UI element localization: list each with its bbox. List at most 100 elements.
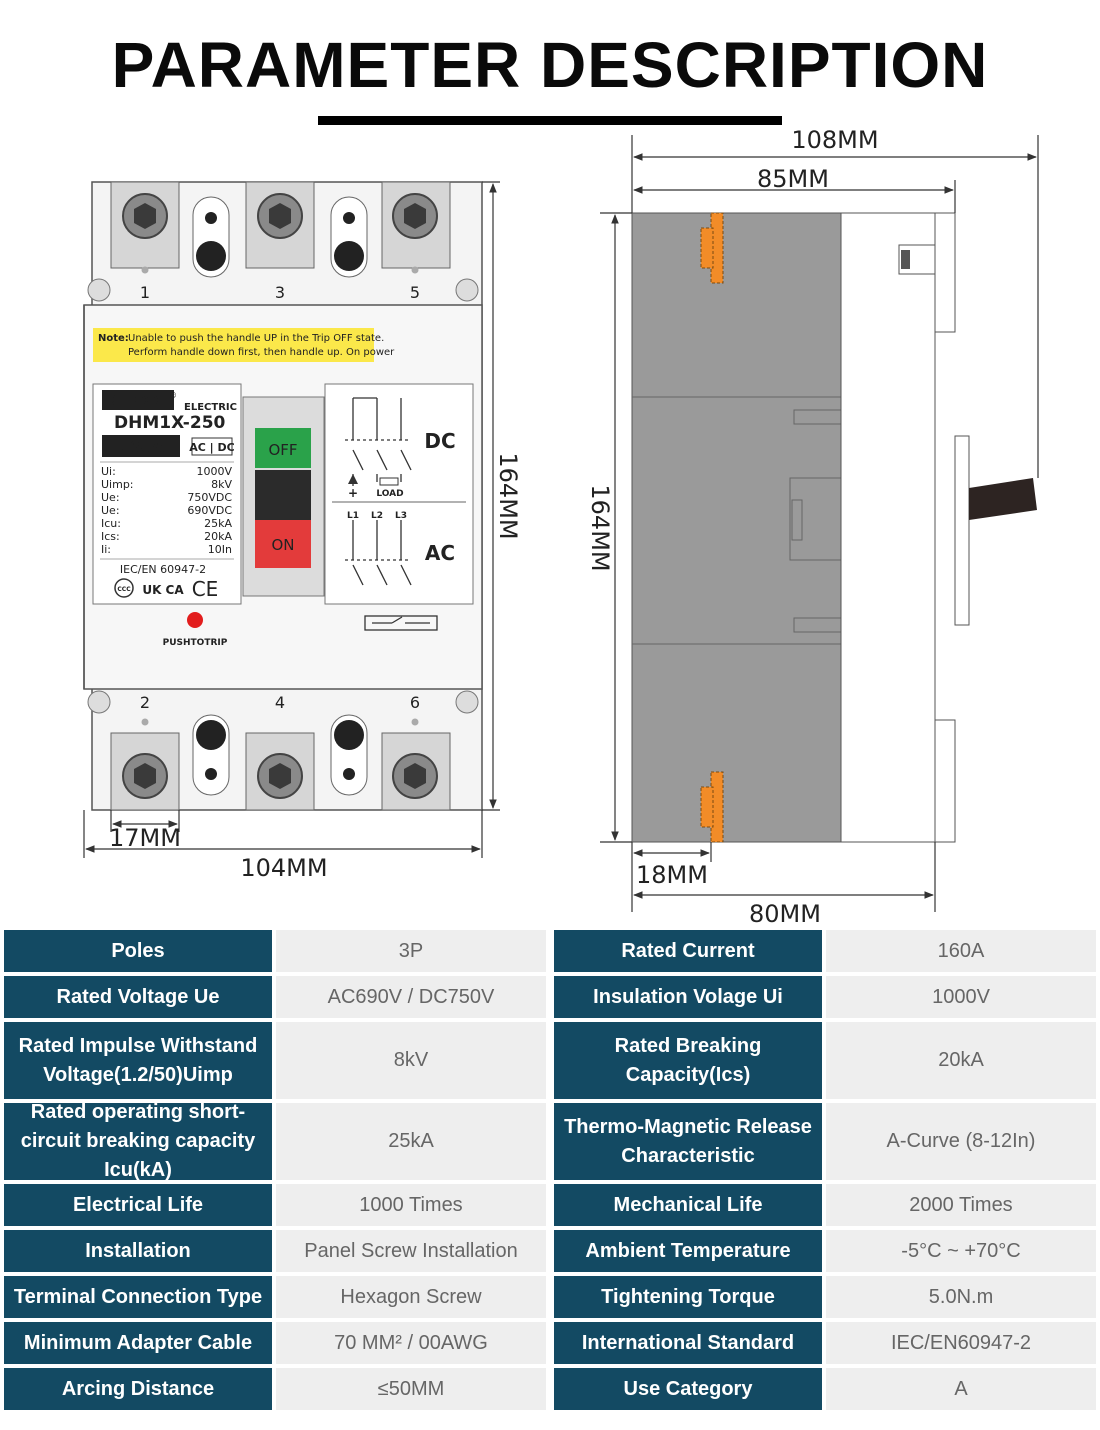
spec-label: Arcing Distance — [4, 1368, 272, 1410]
spec-label: Use Category — [554, 1368, 822, 1410]
ccc-mark: CCC — [117, 586, 131, 593]
ce-mark: CE — [192, 577, 219, 601]
label-spec-key: Uimp: — [101, 478, 134, 491]
push-to-trip-button — [187, 612, 203, 628]
dim-side-height: 164MM — [586, 484, 614, 571]
spec-value: ≤50MM — [276, 1368, 546, 1410]
dim-mount-depth: 80MM — [749, 900, 821, 928]
label-standard: IEC/EN 60947-2 — [120, 563, 206, 576]
brand-sub: ELECTRIC — [184, 402, 237, 413]
spec-row: Rated operating short-circuit breaking c… — [4, 1101, 1096, 1181]
spec-label: Mechanical Life — [554, 1184, 822, 1226]
spec-label: Rated operating short-circuit breaking c… — [4, 1101, 272, 1181]
technical-drawing: 1 3 5 Note: Unable to push the handle UP… — [83, 126, 1039, 928]
phase-label: L2 — [371, 511, 383, 521]
top-terminals — [87, 181, 479, 302]
dim-overall-depth: 108MM — [791, 126, 878, 154]
ac-dc-badge: AC | DC — [189, 441, 234, 454]
spec-label: Tightening Torque — [554, 1276, 822, 1318]
dim-terminal: 17MM — [109, 824, 181, 852]
push-to-trip-label: PUSHTOTRIP — [163, 638, 228, 648]
note-label: Note: — [98, 333, 129, 344]
spec-value: 1000 Times — [276, 1184, 546, 1226]
title-underline — [318, 116, 782, 125]
handle-on: ON — [271, 536, 294, 554]
note-line-1: Unable to push the handle UP in the Trip… — [128, 333, 384, 344]
phase-label: L1 — [347, 511, 359, 521]
spec-row: Rated Impulse Withstand Voltage(1.2/50)U… — [4, 1022, 1096, 1099]
spec-label: Thermo-Magnetic Release Characteristic — [554, 1103, 822, 1180]
terminal-number: 6 — [410, 693, 420, 712]
label-spec-key: Ue: — [101, 504, 120, 517]
label-spec-key: Ui: — [101, 465, 116, 478]
terminal-number: 4 — [275, 693, 285, 712]
spec-value: Panel Screw Installation — [276, 1230, 546, 1272]
orange-terminal-bottom — [700, 771, 724, 843]
spec-label: Rated Impulse Withstand Voltage(1.2/50)U… — [4, 1022, 272, 1099]
spec-value: IEC/EN60947-2 — [826, 1322, 1096, 1364]
brand-mark: ® — [169, 391, 177, 400]
ac-label: AC — [425, 541, 455, 565]
spec-label: Terminal Connection Type — [4, 1276, 272, 1318]
spec-value: 20kA — [826, 1022, 1096, 1099]
label-spec-value: 10In — [208, 543, 232, 556]
spec-value: 70 MM² / 00AWG — [276, 1322, 546, 1364]
wiring-diagram: + LOAD DC AC L1 L2 L3 — [324, 383, 474, 631]
label-spec-key: Ics: — [101, 530, 120, 543]
page-title: PARAMETER DESCRIPTION — [111, 29, 989, 101]
orange-terminal-top — [700, 212, 724, 284]
label-spec-key: Ii: — [101, 543, 111, 556]
terminal-number: 1 — [140, 283, 150, 302]
label-spec-value: 20kA — [204, 530, 232, 543]
spec-value: 1000V — [826, 976, 1096, 1018]
spec-value: 3P — [276, 930, 546, 972]
spec-value: 2000 Times — [826, 1184, 1096, 1226]
spec-label: Rated Voltage Ue — [4, 976, 272, 1018]
spec-value: 8kV — [276, 1022, 546, 1099]
side-handle — [969, 478, 1037, 520]
spec-value: 5.0N.m — [826, 1276, 1096, 1318]
dim-body-depth: 85MM — [757, 165, 829, 193]
dim-width: 104MM — [240, 854, 327, 882]
terminal-number: 5 — [410, 283, 420, 302]
ukca-mark: UK CA — [142, 583, 184, 597]
terminal-number: 3 — [275, 283, 285, 302]
label-spec-value: 8kV — [211, 478, 232, 491]
handle-off: OFF — [268, 441, 297, 459]
dc-label: DC — [424, 429, 455, 453]
label-spec-key: Icu: — [101, 517, 121, 530]
spec-label: Electrical Life — [4, 1184, 272, 1226]
spec-value: A-Curve (8-12In) — [826, 1103, 1096, 1180]
spec-label: Ambient Temperature — [554, 1230, 822, 1272]
front-view: 1 3 5 Note: Unable to push the handle UP… — [83, 181, 522, 882]
handle: OFF ON — [242, 396, 325, 597]
spec-label: Rated Current — [554, 930, 822, 972]
dc-plus: + — [348, 486, 358, 500]
dim-side-terminal: 18MM — [636, 861, 708, 889]
label-spec-value: 1000V — [196, 465, 232, 478]
brand-name: DIHOOL — [106, 393, 167, 409]
label-spec-value: 750VDC — [187, 491, 232, 504]
note-line-2: Perform handle down first, then handle u… — [128, 347, 395, 358]
spec-label: Insulation Volage Ui — [554, 976, 822, 1018]
ccc-mark-icon — [114, 578, 134, 598]
phase-label: L3 — [395, 511, 407, 521]
spec-label: Rated Breaking Capacity(Ics) — [554, 1022, 822, 1099]
spec-value: AC690V / DC750V — [276, 976, 546, 1018]
note-strip — [93, 328, 374, 362]
spec-value: -5°C ~ +70°C — [826, 1230, 1096, 1272]
spec-label: Minimum Adapter Cable — [4, 1322, 272, 1364]
spec-value: Hexagon Screw — [276, 1276, 546, 1318]
label-spec-value: 25kA — [204, 517, 232, 530]
model-number: DHM1X-250 — [114, 413, 226, 433]
label-spec-key: Ue: — [101, 491, 120, 504]
spec-label: Installation — [4, 1230, 272, 1272]
terminal-number: 2 — [140, 693, 150, 712]
spec-label: International Standard — [554, 1322, 822, 1364]
